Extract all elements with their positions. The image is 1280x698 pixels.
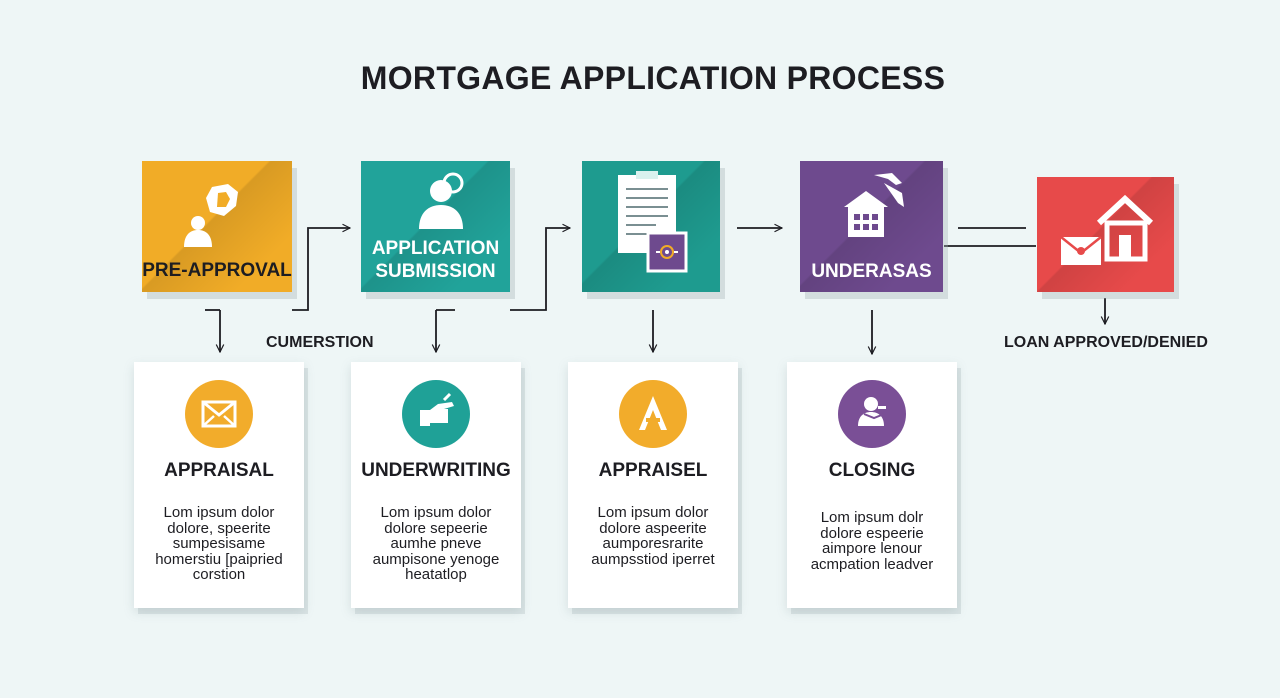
card-body: Lom ipsum dolor dolore sepeerie aumhe pn… bbox=[359, 505, 513, 583]
card-title: CLOSING bbox=[828, 460, 916, 481]
outcome-label: LOAN APPROVED/DENIED bbox=[1004, 334, 1208, 351]
card-body-line: dolore, speerite bbox=[167, 519, 271, 537]
arrow-application-to-document bbox=[510, 228, 570, 311]
connector-label: CUMERSTION bbox=[266, 334, 374, 351]
house-envelope-icon bbox=[1060, 194, 1154, 265]
card-icon-circle bbox=[619, 380, 687, 448]
arrow-preapproval-to-application bbox=[292, 228, 350, 311]
signing-person-icon bbox=[858, 397, 886, 426]
card-body-line: Lom ipsum dolor bbox=[163, 504, 275, 521]
card-body-line: acmpation leadver bbox=[810, 555, 934, 573]
card-closing: CLOSING Lom ipsum dolr dolore espeerie a… bbox=[787, 362, 957, 608]
card-body-line: aumhe pneve bbox=[390, 535, 482, 552]
card-body-line: aumporesrarite bbox=[602, 535, 704, 552]
card-appraisel: APPRAISEL Lom ipsum dolor dolore aspeeri… bbox=[568, 362, 738, 608]
card-body-line: aimpore lenour bbox=[821, 540, 923, 557]
card-body-line: sumpesisame bbox=[172, 535, 266, 552]
card-title: UNDERWRITING bbox=[361, 460, 511, 481]
step-label: PRE-APPROVAL bbox=[142, 260, 292, 281]
hand-pointer-icon bbox=[420, 392, 454, 426]
page-title: MORTGAGE APPLICATION PROCESS bbox=[360, 60, 946, 96]
card-body-line: aumpsstiod iperret bbox=[591, 550, 715, 568]
step-label: UNDERASAS bbox=[811, 261, 932, 282]
house-arrows-icon bbox=[844, 173, 904, 237]
clipboard-document-icon bbox=[618, 171, 688, 273]
card-body-line: Lom ipsum dolor bbox=[380, 504, 492, 521]
a-letter-icon bbox=[639, 396, 667, 430]
step-underasas: UNDERASAS bbox=[800, 161, 943, 292]
card-appraisal: APPRAISAL Lom ipsum dolor dolore, speeri… bbox=[134, 362, 304, 608]
step-document-review bbox=[582, 161, 720, 292]
step-label-line-1: APPLICATION bbox=[371, 238, 500, 259]
card-icon-circle bbox=[185, 380, 253, 448]
card-body: Lom ipsum dolor dolore, speerite sumpesi… bbox=[142, 505, 296, 583]
step-pre-approval: PRE-APPROVAL bbox=[142, 161, 292, 292]
step-label-line-2: SUBMISSION bbox=[375, 261, 496, 282]
card-body-line: dolore aspeerite bbox=[599, 519, 707, 537]
envelope-icon bbox=[201, 400, 237, 428]
step-loan-outcome bbox=[1037, 177, 1174, 292]
card-underwriting: UNDERWRITING Lom ipsum dolor dolore sepe… bbox=[351, 362, 521, 608]
card-icon-circle bbox=[838, 380, 906, 448]
card-body-line: homerstiu [paipried bbox=[155, 550, 283, 568]
user-profile-icon bbox=[419, 172, 464, 229]
card-body: Lom ipsum dolor dolore aspeerite aumpore… bbox=[576, 505, 730, 567]
card-body-line: heatatlop bbox=[405, 566, 467, 583]
card-title: APPRAISAL bbox=[164, 460, 274, 481]
card-body-line: dolore sepeerie bbox=[384, 519, 488, 537]
card-title: APPRAISEL bbox=[598, 460, 708, 481]
card-body-line: aumpisone yenoge bbox=[372, 550, 500, 568]
step-application-submission: APPLICATION SUBMISSION bbox=[361, 161, 510, 292]
card-body-line: corstion bbox=[192, 566, 246, 583]
card-icon-circle bbox=[402, 380, 470, 448]
card-body-line: dolore espeerie bbox=[820, 524, 924, 542]
person-badge-icon bbox=[184, 184, 238, 247]
card-body-line: Lom ipsum dolor bbox=[597, 504, 709, 521]
card-body: Lom ipsum dolr dolore espeerie aimpore l… bbox=[795, 510, 949, 572]
card-body-line: Lom ipsum dolr bbox=[820, 509, 924, 526]
